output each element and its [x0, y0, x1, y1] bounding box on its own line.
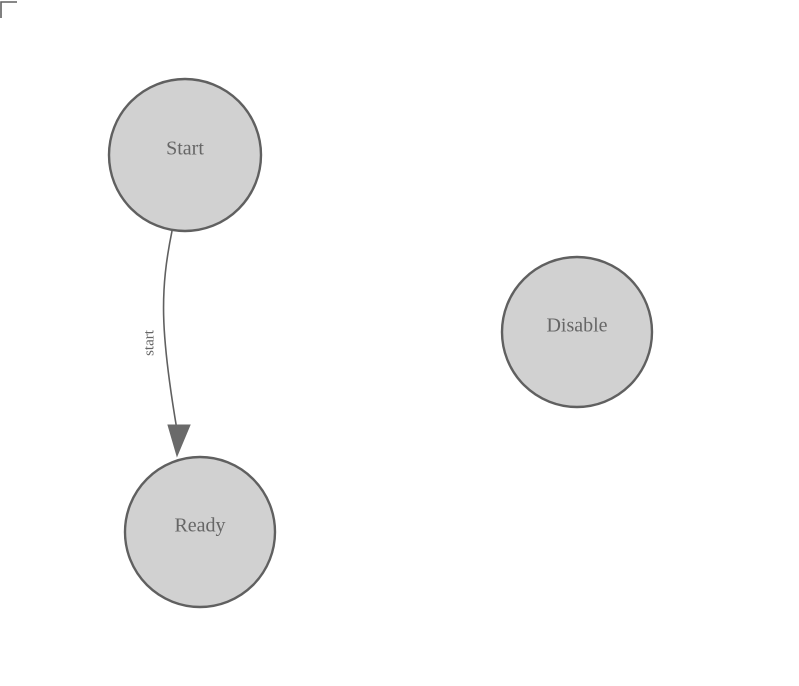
edge-start-to-ready-path	[162, 230, 178, 431]
node-disable[interactable]: Disable	[500, 255, 654, 409]
node-ready-label: Ready	[174, 515, 225, 537]
node-ready[interactable]: Ready	[123, 455, 277, 609]
node-disable-circle	[500, 255, 654, 409]
node-start-circle	[107, 77, 263, 233]
node-disable-label: Disable	[546, 315, 607, 337]
edge-start-to-ready-arrowhead-icon	[167, 424, 191, 458]
node-ready-circle	[123, 455, 277, 609]
top-left-corner-mark	[0, 1, 17, 18]
edge-start-to-ready[interactable]: start	[141, 230, 191, 458]
node-start[interactable]: Start	[107, 77, 263, 233]
node-start-label: Start	[166, 138, 204, 160]
edge-start-to-ready-label: start	[141, 329, 157, 356]
